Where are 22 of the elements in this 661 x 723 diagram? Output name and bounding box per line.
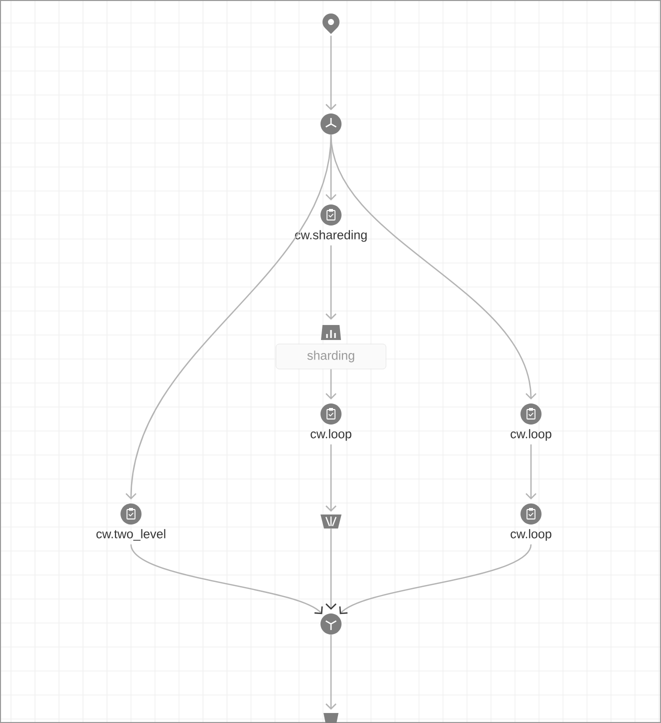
task-label: cw.shareding <box>295 230 367 242</box>
arrow <box>326 634 336 710</box>
task-label: cw.loop <box>310 429 352 441</box>
arrow <box>126 134 332 500</box>
arrow <box>326 444 336 512</box>
arrow <box>526 444 536 500</box>
arrow <box>330 134 536 400</box>
arrow <box>326 369 336 400</box>
map-pin-icon <box>322 14 340 34</box>
arrow <box>339 544 532 614</box>
fork-icon <box>320 114 342 134</box>
task-label: cw.two_level <box>96 529 166 541</box>
task-label: cw.loop <box>510 529 552 541</box>
join-icon <box>320 614 342 634</box>
arrow <box>326 36 336 110</box>
sharding-box: sharding <box>276 344 386 370</box>
arrow <box>130 544 323 614</box>
funnel-icon <box>320 514 342 528</box>
bucket-icon <box>324 713 338 723</box>
arrow <box>326 528 336 610</box>
arrow <box>326 245 336 320</box>
task-label: cw.loop <box>510 429 552 441</box>
